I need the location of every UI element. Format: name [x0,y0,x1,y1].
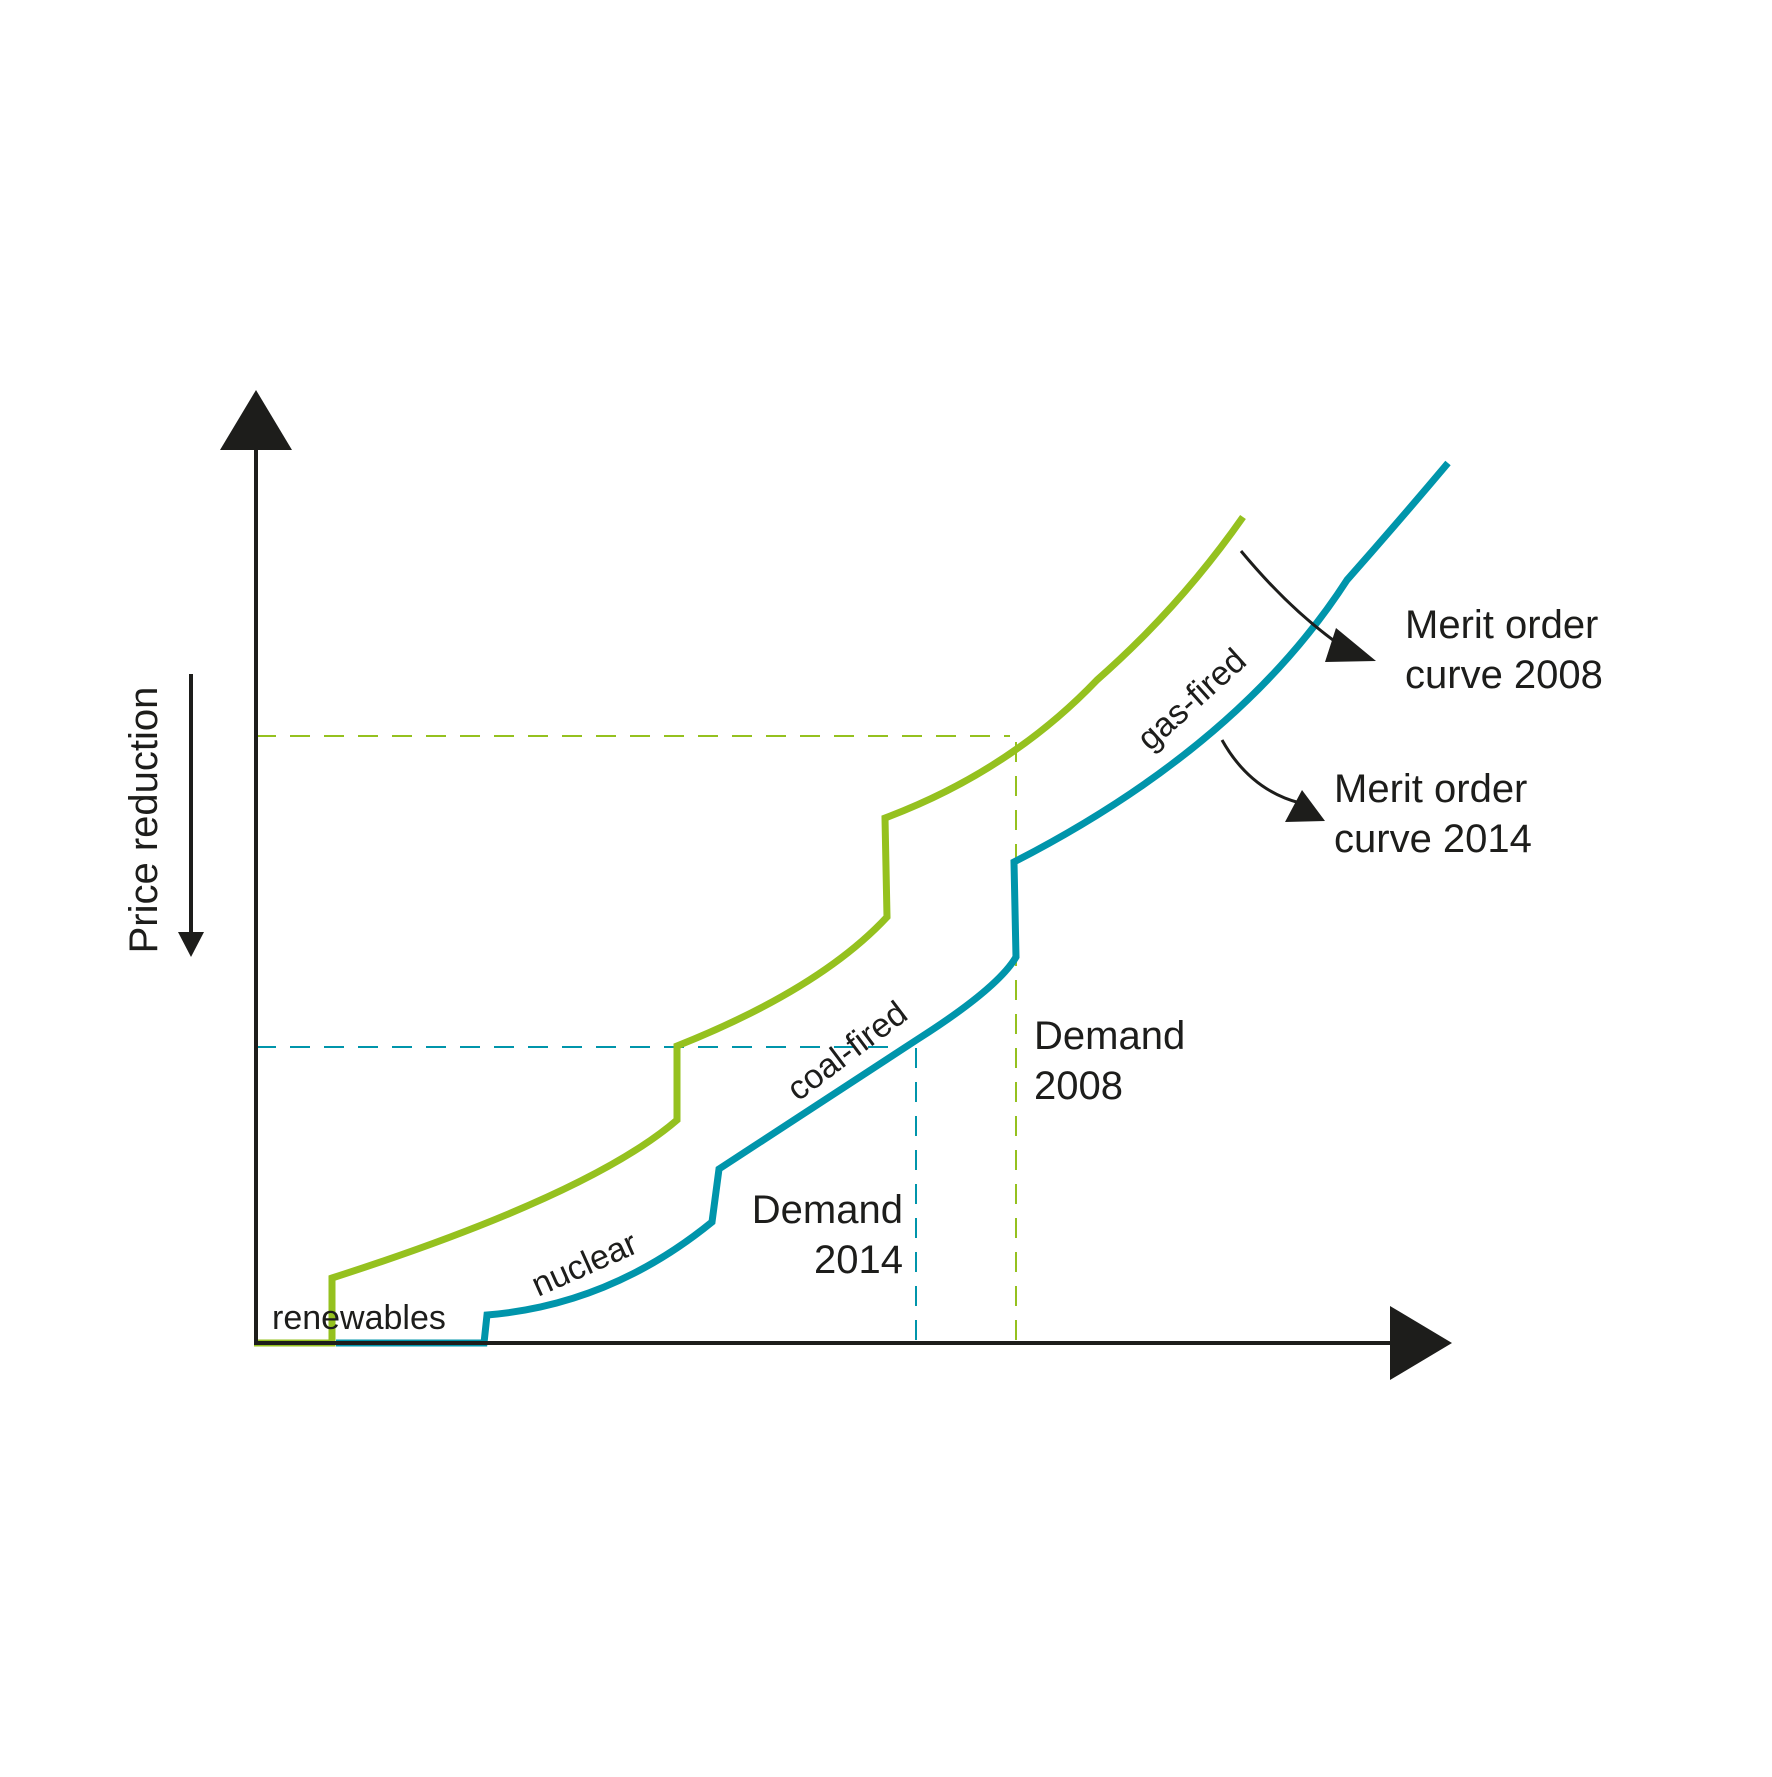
demand-2008-label-line2: 2008 [1034,1064,1123,1108]
x-axis-arrowhead [1390,1306,1452,1380]
segment-label-renewables: renewables [272,1299,446,1337]
curve-2008-label-line2: curve 2008 [1405,653,1603,697]
curve-2014-label-line1: Merit order [1334,767,1527,811]
merit-order-curve-2014 [336,460,1451,1347]
curve-2014-callout-arrow [1220,739,1301,805]
curve-2014-label-line2: curve 2014 [1334,817,1532,861]
curve-2008-callout-arrowhead [1325,628,1376,662]
curve-2008-label-line1: Merit order [1405,603,1598,647]
price-reduction-arrowhead [178,932,204,957]
demand-2014-label-line1: Demand [752,1188,903,1232]
curve-2014-callout-arrowhead [1285,790,1325,822]
demand-2014-label-line2: 2014 [814,1238,903,1282]
price-reduction-label: Price reduction [122,687,166,954]
demand-2008-label-line1: Demand [1034,1014,1185,1058]
segment-label-gas-fired: gas-fired [1130,641,1254,758]
merit-order-curve-2008 [254,514,1246,1347]
y-axis-arrowhead [220,390,292,450]
curve-2008-callout-arrow [1239,550,1341,647]
